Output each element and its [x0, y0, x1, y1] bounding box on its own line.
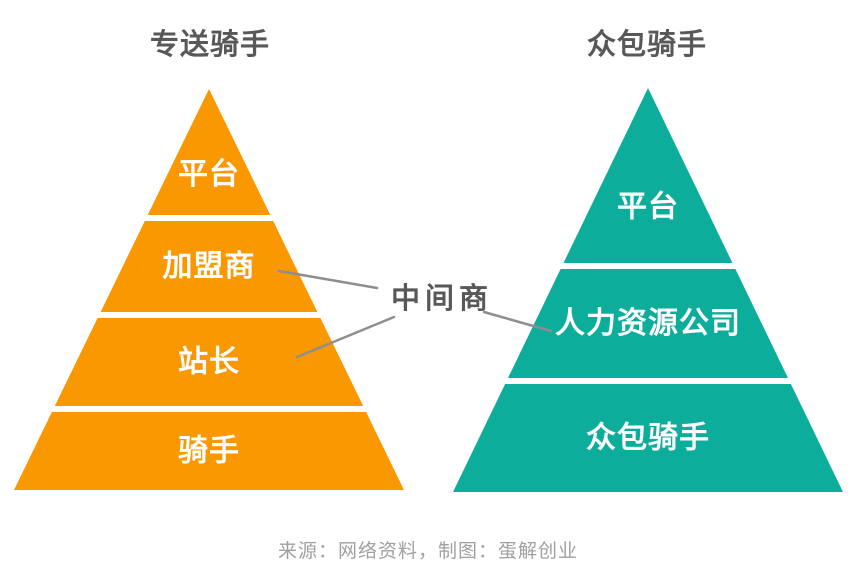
dedicated-layer-3-label: 骑手 [178, 435, 240, 468]
dedicated-layer-2-label: 站长 [178, 346, 240, 379]
connector-line-1 [295, 315, 396, 359]
dedicated-layer-0-label: 平台 [178, 157, 240, 191]
crowdsourced-layer-1-shape [508, 269, 788, 378]
left-pyramid-title: 专送骑手 [149, 29, 271, 61]
right-pyramid-title: 众包骑手 [586, 29, 708, 61]
connector-line-2 [482, 310, 553, 333]
crowdsourced-layer-2-label: 众包骑手 [586, 421, 710, 455]
middleman-label: 中间商 [390, 283, 494, 315]
source-caption: 来源：网络资料，制图：蛋解创业 [277, 541, 578, 562]
crowdsourced-layer-1-label: 人力资源公司 [555, 307, 741, 340]
dedicated-layer-2-shape [54, 318, 364, 406]
connector-line-0 [277, 269, 379, 290]
crowdsourced-layer-2-shape [453, 384, 843, 492]
crowdsourced-layer-0-shape [563, 88, 733, 263]
dedicated-layer-3-shape [14, 412, 404, 490]
dedicated-layer-1-shape [100, 221, 318, 312]
dedicated-layer-0-shape [147, 89, 271, 215]
crowdsourced-layer-0-label: 平台 [617, 190, 679, 224]
dedicated-layer-1-label: 加盟商 [163, 250, 256, 283]
